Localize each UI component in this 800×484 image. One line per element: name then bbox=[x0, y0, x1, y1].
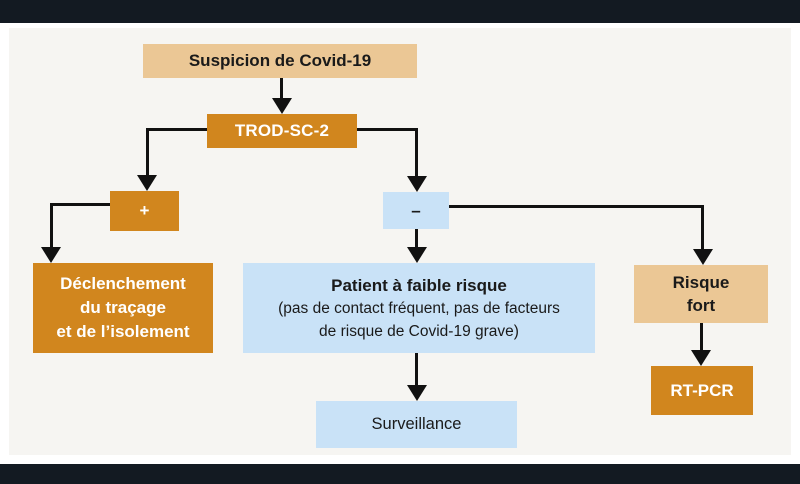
node-label: TROD-SC-2 bbox=[234, 121, 330, 140]
node-label: + bbox=[139, 201, 150, 220]
node-label-line: et de l’isolement bbox=[56, 322, 190, 341]
connector-minus-risque-fort bbox=[449, 205, 704, 208]
connector-patient-surveillance bbox=[415, 353, 418, 387]
node-patient-faible-risque: Patient à faible risque (pas de contact … bbox=[243, 263, 595, 353]
node-result-positive: + bbox=[110, 191, 179, 231]
connector-trod-plus bbox=[146, 128, 207, 131]
node-suspicion-covid19: Suspicion de Covid-19 bbox=[143, 44, 417, 78]
node-label: – bbox=[411, 200, 421, 220]
arrow-down-icon bbox=[407, 176, 427, 192]
connector-trod-plus bbox=[146, 128, 149, 177]
arrow-down-icon bbox=[137, 175, 157, 191]
node-label-line: Déclenchement bbox=[60, 274, 186, 293]
bottom-frame-bar bbox=[0, 464, 800, 484]
node-rt-pcr: RT-PCR bbox=[651, 366, 753, 415]
node-trod-sc-2: TROD-SC-2 bbox=[207, 114, 357, 148]
connector-risque-fort-rtpcr bbox=[700, 323, 703, 352]
connector-minus-patient bbox=[415, 229, 418, 249]
connector-trod-minus bbox=[415, 128, 418, 178]
node-label: Surveillance bbox=[371, 415, 462, 433]
node-risque-fort: Risque fort bbox=[634, 265, 768, 323]
connector-suspicion-trod bbox=[280, 78, 283, 100]
node-declenchement-tracage-isolement: Déclenchement du traçage et de l’isoleme… bbox=[33, 263, 213, 353]
top-frame-bar bbox=[0, 0, 800, 23]
arrow-down-icon bbox=[41, 247, 61, 263]
connector-plus-declenchement bbox=[50, 203, 53, 249]
node-label-line: Risque bbox=[672, 273, 730, 292]
connector-minus-risque-fort bbox=[701, 205, 704, 251]
node-label: Suspicion de Covid-19 bbox=[188, 51, 372, 70]
arrow-down-icon bbox=[693, 249, 713, 265]
arrow-down-icon bbox=[272, 98, 292, 114]
node-label-line: (pas de contact fréquent, pas de facteur… bbox=[278, 299, 560, 317]
arrow-down-icon bbox=[407, 247, 427, 263]
connector-trod-minus bbox=[357, 128, 418, 131]
connector-plus-declenchement bbox=[50, 203, 110, 206]
node-title: Patient à faible risque bbox=[331, 275, 507, 295]
arrow-down-icon bbox=[407, 385, 427, 401]
node-label-line: fort bbox=[686, 296, 716, 315]
arrow-down-icon bbox=[691, 350, 711, 366]
node-label-line: du traçage bbox=[80, 298, 166, 317]
node-surveillance: Surveillance bbox=[316, 401, 517, 448]
node-result-negative: – bbox=[383, 192, 449, 229]
node-label: RT-PCR bbox=[670, 380, 734, 400]
node-label-line: de risque de Covid-19 grave) bbox=[319, 322, 519, 340]
